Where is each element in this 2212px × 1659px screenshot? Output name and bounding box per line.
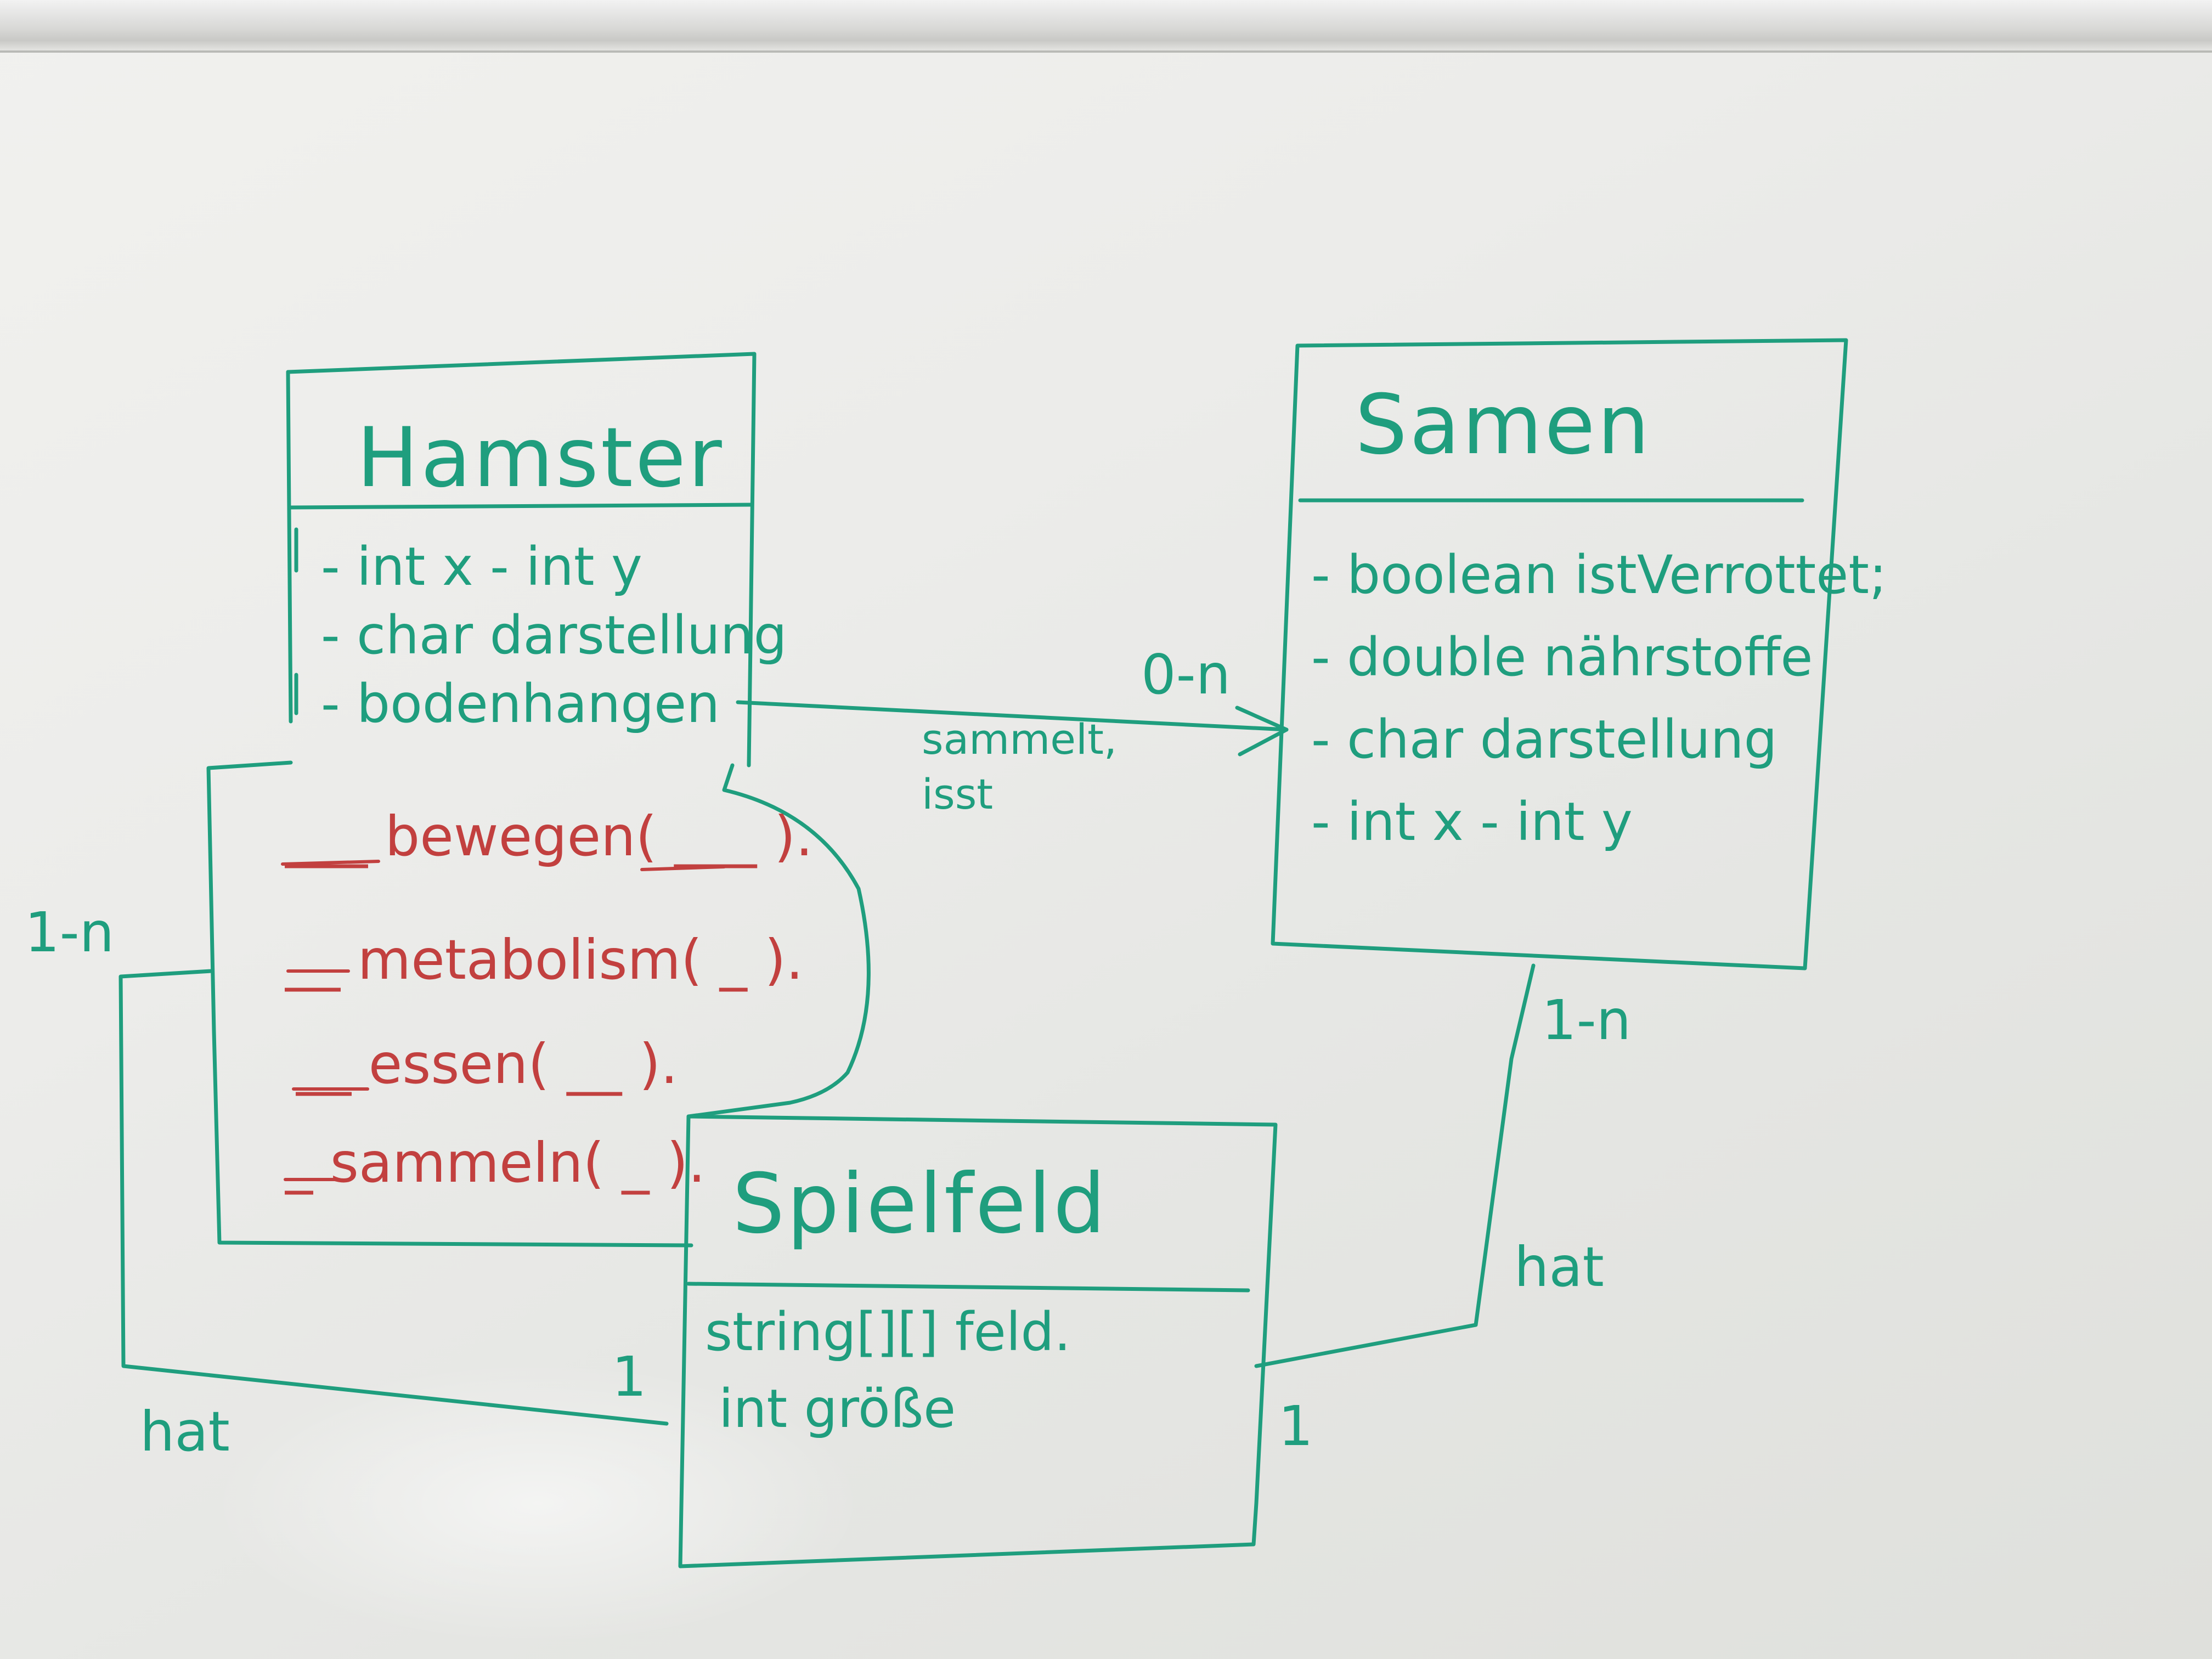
multiplicity-samen-1-n: 1-n — [1542, 988, 1632, 1052]
association-samen-spielfeld — [1254, 963, 1536, 1368]
multiplicity-hamster-1-n: 1-n — [25, 900, 115, 964]
association-label-hat-left: hat — [140, 1400, 230, 1464]
samen-class-name: Samen — [1355, 377, 1652, 473]
method-blanks — [281, 860, 726, 1181]
multiplicity-samen-0-n: 0-n — [1141, 642, 1231, 707]
hamster-method-2: __ metabolism( _ ). — [285, 928, 804, 992]
association-label-isst: isst — [922, 770, 994, 819]
hamster-class-box — [206, 352, 871, 1248]
samen-class-box — [1271, 338, 1848, 970]
spielfeld-attribute-2: int größe — [719, 1378, 956, 1440]
association-label-hat-right: hat — [1514, 1235, 1604, 1299]
samen-attribute-1: - boolean istVerrottet; — [1311, 544, 1887, 606]
samen-attribute-2: - double nährstoffe — [1311, 627, 1813, 688]
hamster-method-4: _ sammeln( _ ). — [285, 1131, 706, 1195]
hamster-method-1: ___ bewegen( ___ ). — [285, 804, 813, 868]
hamster-method-3: __ essen( __ ). — [296, 1032, 678, 1096]
association-hamster-spielfeld — [119, 969, 669, 1426]
whiteboard-top-frame — [0, 0, 2212, 53]
association-hamster-samen — [736, 700, 1289, 757]
hamster-attribute-3: - bodenhangen — [321, 673, 720, 735]
spielfeld-class-name: Spielfeld — [732, 1156, 1108, 1252]
hamster-attribute-1: - int x - int y — [321, 536, 642, 597]
spielfeld-class-box — [678, 1114, 1278, 1568]
hamster-class-name: Hamster — [357, 410, 724, 506]
samen-attribute-3: - char darstellung — [1311, 709, 1778, 770]
hamster-attribute-2: - char darstellung — [321, 605, 787, 666]
multiplicity-spielfeld-left-1: 1 — [612, 1345, 647, 1409]
spielfeld-attribute-1: string[][] feld. — [705, 1301, 1071, 1363]
samen-attribute-4: - int x - int y — [1311, 791, 1633, 853]
multiplicity-spielfeld-right-1: 1 — [1278, 1394, 1313, 1458]
association-label-sammelt: sammelt, — [922, 715, 1118, 764]
